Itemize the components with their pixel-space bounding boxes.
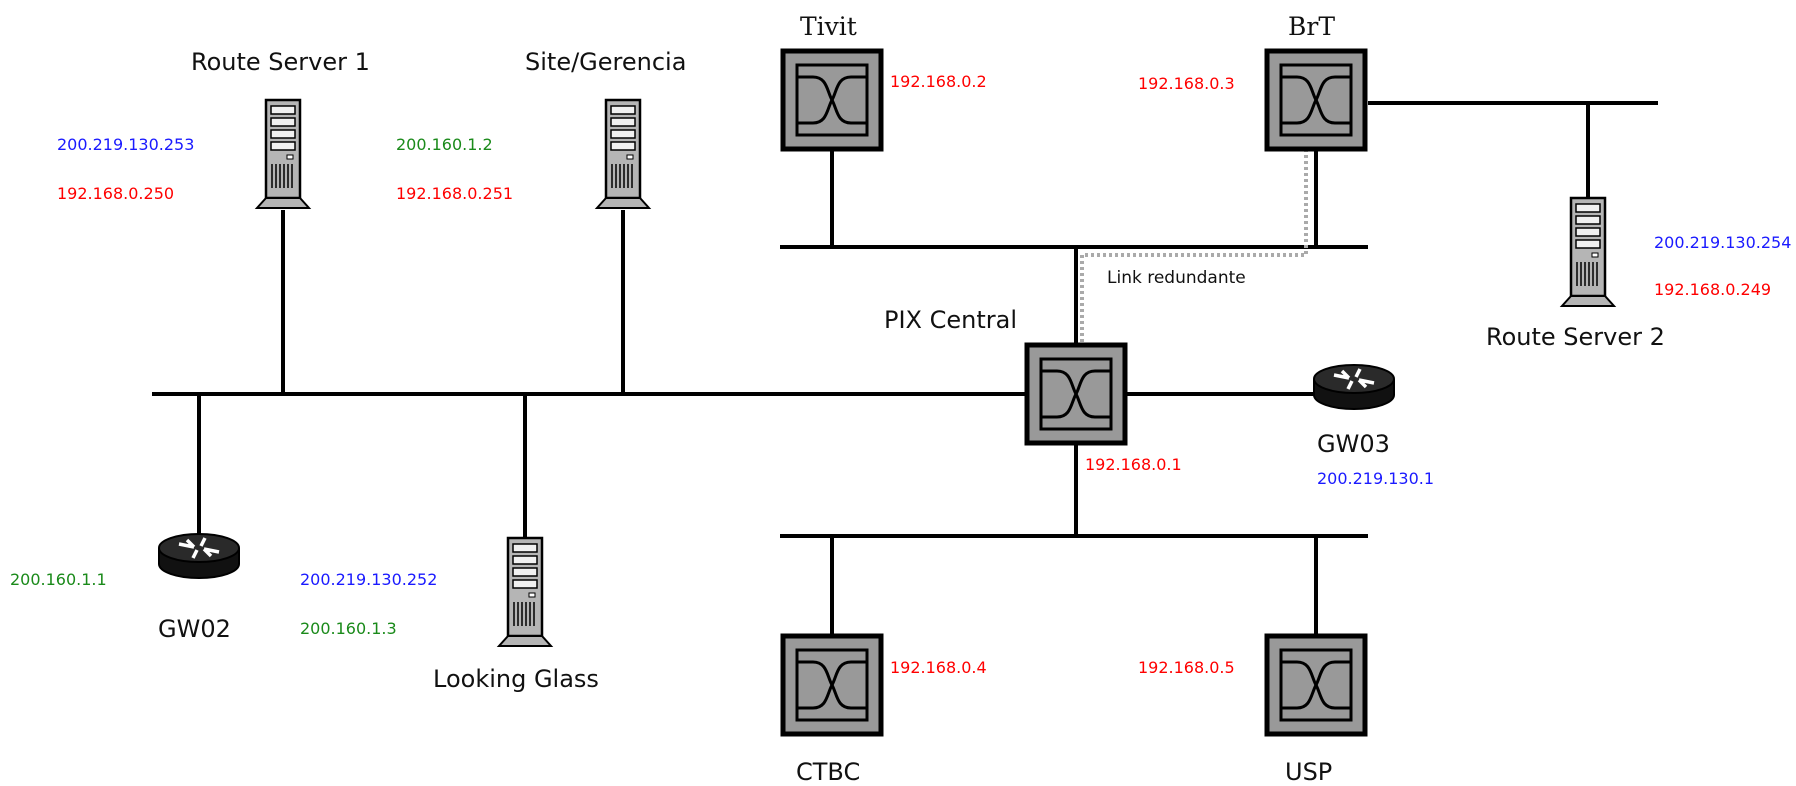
tivit-ip: 192.168.0.2 [890,72,987,91]
gw02-label: GW02 [158,615,231,643]
route-server-1-private-ip: 192.168.0.250 [57,184,175,203]
ctbc-label: CTBC [796,758,861,786]
gw03-router-icon [1312,363,1396,411]
site-gerencia-internal-ip: 200.160.1.2 [396,135,493,154]
site-gerencia-server-icon [595,98,651,210]
looking-glass-server-icon [497,536,553,648]
pix-central-switch-icon [1027,345,1125,443]
route-server-2-icon [1560,196,1616,308]
tivit-label: Tivit [800,12,857,41]
route-server-1-icon [255,98,311,210]
redundant-link-label: Link redundante [1107,268,1246,288]
usp-ip: 192.168.0.5 [1138,658,1235,677]
looking-glass-label: Looking Glass [433,665,599,693]
route-server-2-private-ip: 192.168.0.249 [1654,280,1772,299]
gw03-public-ip: 200.219.130.1 [1317,469,1435,488]
route-server-2-public-ip: 200.219.130.254 [1654,233,1792,252]
route-server-1-public-ip: 200.219.130.253 [57,135,195,154]
brt-switch-icon [1267,51,1365,149]
network-lines [152,101,1658,636]
tivit-switch-icon [783,51,881,149]
gw03-label: GW03 [1317,430,1390,458]
usp-switch-icon [1267,636,1365,734]
looking-glass-public-ip: 200.219.130.252 [300,570,438,589]
looking-glass-internal-ip: 200.160.1.3 [300,619,397,638]
brt-ip: 192.168.0.3 [1138,74,1235,93]
site-gerencia-private-ip: 192.168.0.251 [396,184,514,203]
route-server-2-label: Route Server 2 [1486,323,1665,351]
ctbc-ip: 192.168.0.4 [890,658,987,677]
redundant-link [1080,149,1308,345]
gw02-router-icon [157,532,241,580]
usp-label: USP [1285,758,1333,786]
ctbc-switch-icon [783,636,881,734]
route-server-1-label: Route Server 1 [191,48,370,76]
pix-central-label: PIX Central [884,306,1018,334]
gw02-internal-ip: 200.160.1.1 [10,570,107,589]
site-gerencia-label: Site/Gerencia [525,48,687,76]
pix-central-ip: 192.168.0.1 [1085,455,1182,474]
brt-label: BrT [1288,12,1335,41]
